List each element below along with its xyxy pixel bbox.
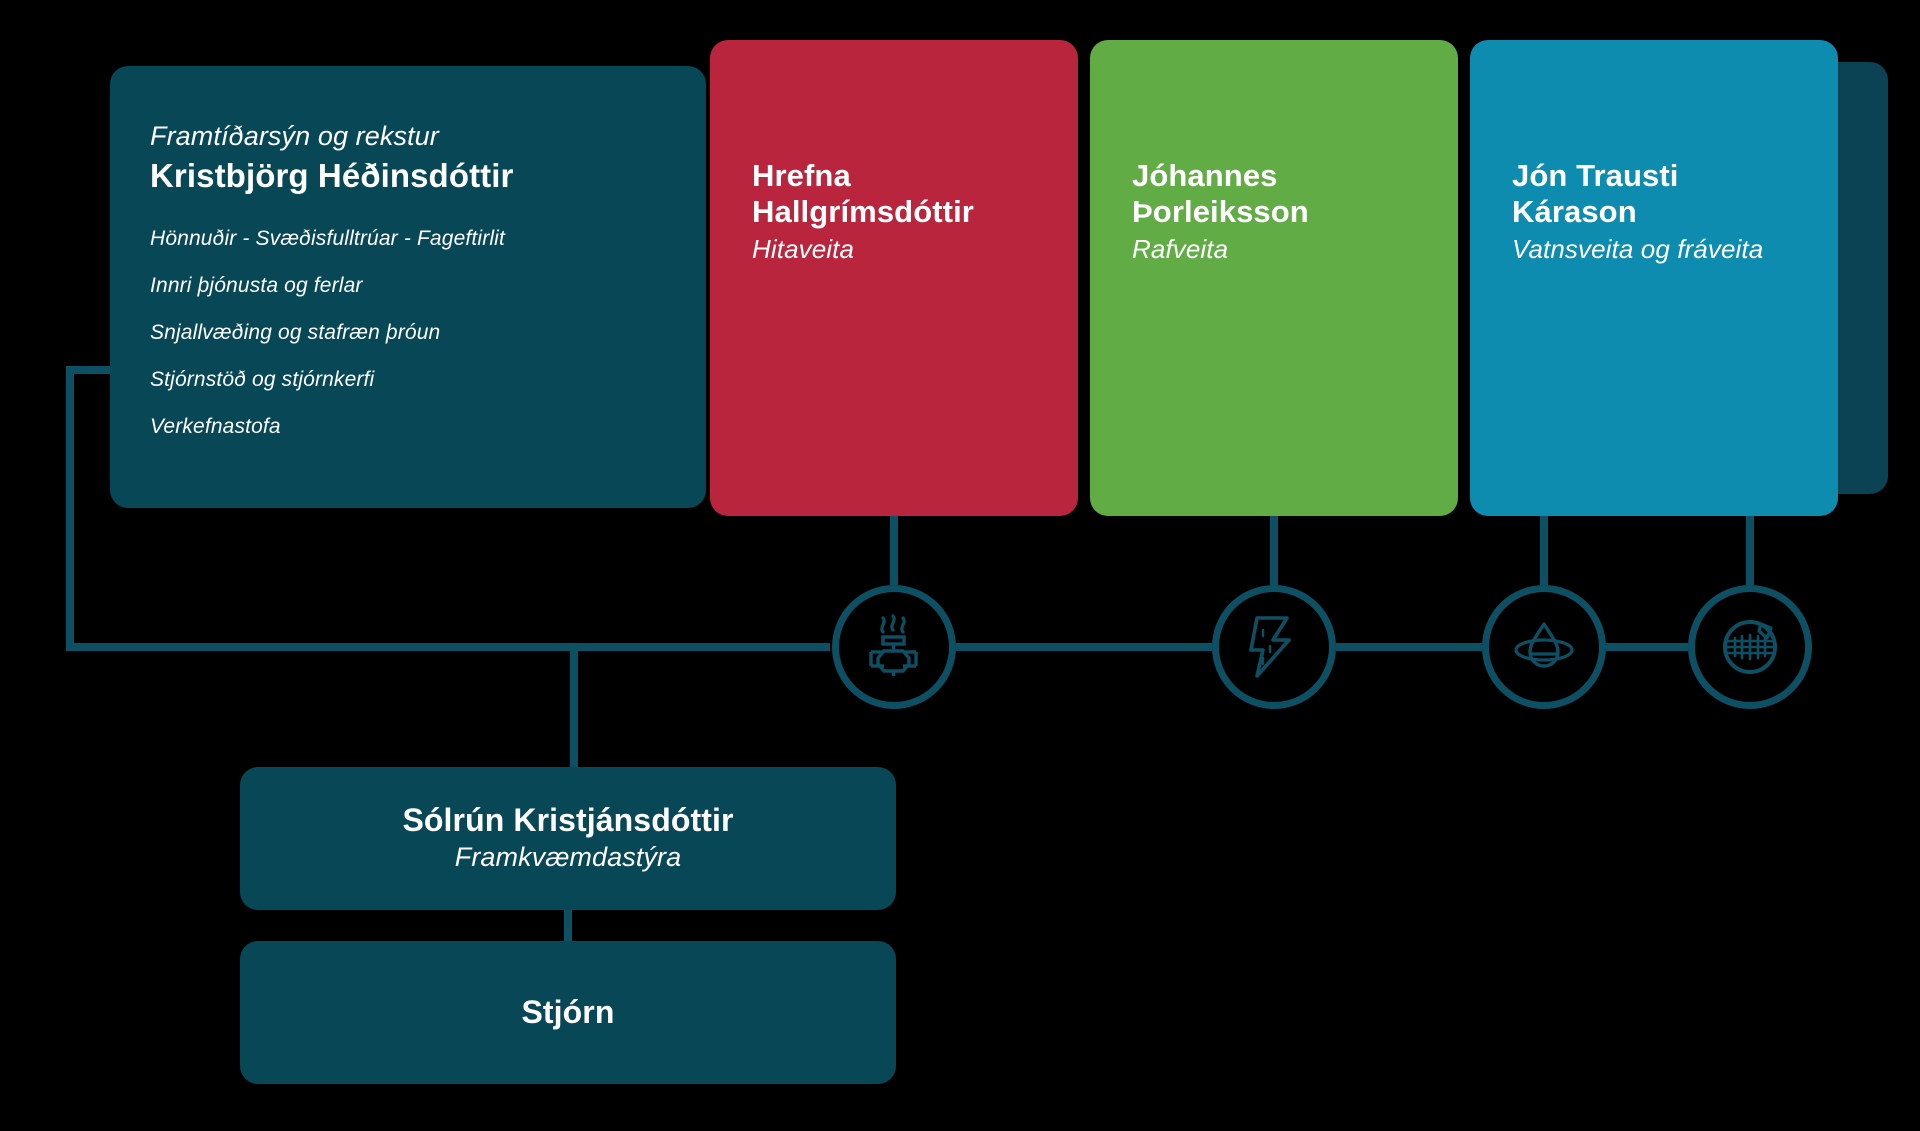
division-name: Hrefna Hallgrímsdóttir (752, 158, 974, 229)
lead-card-name: Kristbjörg Héðinsdóttir (150, 156, 514, 194)
division-unit: Rafveita (1132, 233, 1229, 264)
division-name: Jón Trausti Kárason (1512, 158, 1679, 229)
division-card-hitaveita[interactable]: Hrefna Hallgrímsdóttir Hitaveita (710, 40, 1078, 516)
drain-cover-icon (1723, 620, 1777, 674)
executive-card[interactable]: Sólrún Kristjánsdóttir Framkvæmdastýra (240, 767, 896, 910)
lead-card[interactable]: Framtíðarsýn og rekstur Kristbjörg Héðin… (110, 66, 706, 508)
lead-card-responsibility-list: Hönnuðir - Svæðisfulltrúar - Fageftirlit… (150, 228, 666, 437)
list-item: Stjórnstöð og stjórnkerfi (150, 368, 375, 391)
division-card-rafveita[interactable]: Jóhannes Þorleiksson Rafveita (1090, 40, 1458, 516)
water-droplet-orbit-icon-badge[interactable] (1482, 585, 1606, 709)
board-card[interactable]: Stjórn (240, 941, 896, 1084)
water-droplet-orbit-icon (1514, 622, 1574, 668)
list-item: Innri þjónusta og ferlar (150, 274, 363, 297)
executive-role: Framkvæmdastýra (454, 841, 682, 872)
list-item: Snjallvæðing og stafræn þróun (150, 321, 441, 344)
division-card-vatnsveita-og-fraveita[interactable]: Jón Trausti Kárason Vatnsveita og frávei… (1470, 40, 1838, 516)
list-item: Hönnuðir - Svæðisfulltrúar - Fageftirlit (150, 227, 505, 250)
executive-name: Sólrún Kristjánsdóttir (402, 801, 734, 838)
lightning-bolt-icon-badge[interactable] (1212, 585, 1336, 709)
lightning-bolt-icon (1249, 616, 1291, 678)
division-unit: Vatnsveita og fráveita (1512, 233, 1764, 264)
drain-cover-icon-badge[interactable] (1688, 585, 1812, 709)
division-unit: Hitaveita (752, 233, 855, 264)
hot-water-valve-icon (869, 614, 918, 676)
board-name: Stjórn (521, 994, 615, 1030)
list-item: Verkefnastofa (150, 415, 281, 438)
lead-card-role: Framtíðarsýn og rekstur (150, 121, 439, 151)
division-name: Jóhannes Þorleiksson (1132, 158, 1309, 229)
hot-water-valve-icon-badge[interactable] (832, 585, 956, 709)
